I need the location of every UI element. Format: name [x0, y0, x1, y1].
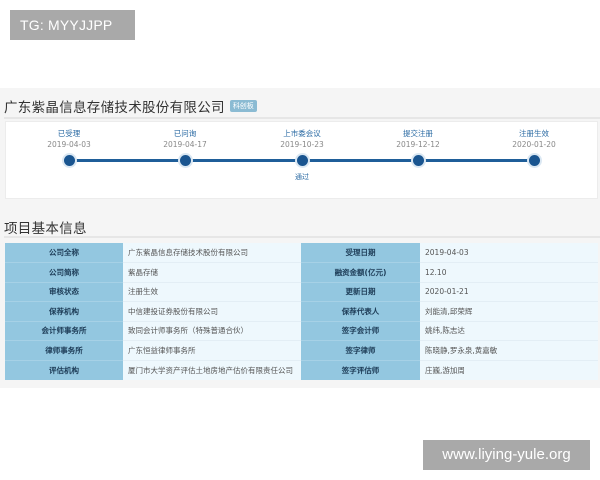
- field-value: 陈晓静,罗永泉,黄嘉敏: [420, 340, 598, 361]
- field-value: 2019-04-03: [420, 243, 598, 263]
- field-label: 公司简称: [5, 262, 123, 283]
- project-info-table: 公司全称 广东紫晶信息存储技术股份有限公司 受理日期 2019-04-03 公司…: [5, 243, 598, 380]
- timeline-step-inquired: 已问询 2019-04-17: [140, 129, 230, 150]
- timeline-dot-icon: [528, 155, 540, 166]
- company-title: 广东紫晶信息存储技术股份有限公司: [4, 100, 225, 116]
- watermark-bottom: www.liying-yule.org: [423, 440, 590, 470]
- step-date: 2019-12-12: [396, 140, 440, 149]
- field-value: 刘能清,邱荣辉: [420, 301, 598, 322]
- step-label: 注册生效: [519, 129, 549, 138]
- step-label: 提交注册: [403, 129, 433, 138]
- timeline-step-accepted: 已受理 2019-04-03: [24, 129, 114, 150]
- step-date: 2019-10-23: [280, 140, 324, 149]
- field-label: 会计师事务所: [5, 321, 123, 341]
- field-label: 公司全称: [5, 243, 123, 263]
- table-row: 保荐机构 中信建投证券股份有限公司 保荐代表人 刘能清,邱荣辉: [5, 301, 598, 322]
- field-label: 签字会计师: [301, 321, 420, 341]
- field-value: 致同会计师事务所（特殊普通合伙）: [123, 321, 301, 341]
- step-result-note: 通过: [295, 173, 309, 181]
- field-value: 姚纬,陈志达: [420, 321, 598, 341]
- field-label: 律师事务所: [5, 340, 123, 361]
- timeline-step-listing-committee: 上市委会议 2019-10-23: [257, 129, 347, 150]
- section-divider: [4, 236, 600, 238]
- timeline-step-registration-effective: 注册生效 2020-01-20: [489, 129, 579, 150]
- field-label: 签字律师: [301, 340, 420, 361]
- field-label: 更新日期: [301, 282, 420, 302]
- timeline-dot-icon: [412, 155, 424, 166]
- field-value: 中信建投证券股份有限公司: [123, 301, 301, 322]
- step-date: 2019-04-17: [163, 140, 207, 149]
- step-label: 已问询: [173, 129, 197, 138]
- step-label: 已受理: [57, 129, 81, 138]
- timeline-dot-icon: [63, 155, 75, 166]
- step-label: 上市委会议: [283, 129, 321, 138]
- section-title: 项目基本信息: [4, 221, 87, 237]
- step-date: 2019-04-03: [47, 140, 91, 149]
- company-header: 广东紫晶信息存储技术股份有限公司 科创板: [4, 96, 257, 116]
- field-value: 12.10: [420, 262, 598, 283]
- timeline-dot-icon: [179, 155, 191, 166]
- field-value: 2020-01-21: [420, 282, 598, 302]
- field-label: 保荐代表人: [301, 301, 420, 322]
- header-divider: [4, 117, 600, 119]
- watermark-top: TG: MYYJJPP: [10, 10, 135, 40]
- field-value: 广东恒益律师事务所: [123, 340, 301, 361]
- field-label: 评估机构: [5, 360, 123, 380]
- field-value: 广东紫晶信息存储技术股份有限公司: [123, 243, 301, 263]
- field-label: 签字评估师: [301, 360, 420, 380]
- field-value: 厦门市大学资产评估土地房地产估价有限责任公司: [123, 360, 301, 380]
- review-timeline: 已受理 2019-04-03 已问询 2019-04-17 上市委会议 2019…: [5, 121, 598, 199]
- field-label: 审核状态: [5, 282, 123, 302]
- field-value: 注册生效: [123, 282, 301, 302]
- table-row: 公司简称 紫晶存储 融资金额(亿元) 12.10: [5, 262, 598, 283]
- timeline-dot-icon: [296, 155, 308, 166]
- field-label: 保荐机构: [5, 301, 123, 322]
- table-row: 公司全称 广东紫晶信息存储技术股份有限公司 受理日期 2019-04-03: [5, 243, 598, 263]
- field-value: 庄巍,游加周: [420, 360, 598, 380]
- table-row: 审核状态 注册生效 更新日期 2020-01-21: [5, 282, 598, 302]
- field-label: 融资金额(亿元): [301, 262, 420, 283]
- board-badge: 科创板: [229, 100, 257, 112]
- table-row: 评估机构 厦门市大学资产评估土地房地产估价有限责任公司 签字评估师 庄巍,游加周: [5, 360, 598, 380]
- table-row: 会计师事务所 致同会计师事务所（特殊普通合伙） 签字会计师 姚纬,陈志达: [5, 321, 598, 341]
- field-label: 受理日期: [301, 243, 420, 263]
- field-value: 紫晶存储: [123, 262, 301, 283]
- step-date: 2020-01-20: [512, 140, 556, 149]
- timeline-step-submit-registration: 提交注册 2019-12-12: [373, 129, 463, 150]
- table-row: 律师事务所 广东恒益律师事务所 签字律师 陈晓静,罗永泉,黄嘉敏: [5, 340, 598, 361]
